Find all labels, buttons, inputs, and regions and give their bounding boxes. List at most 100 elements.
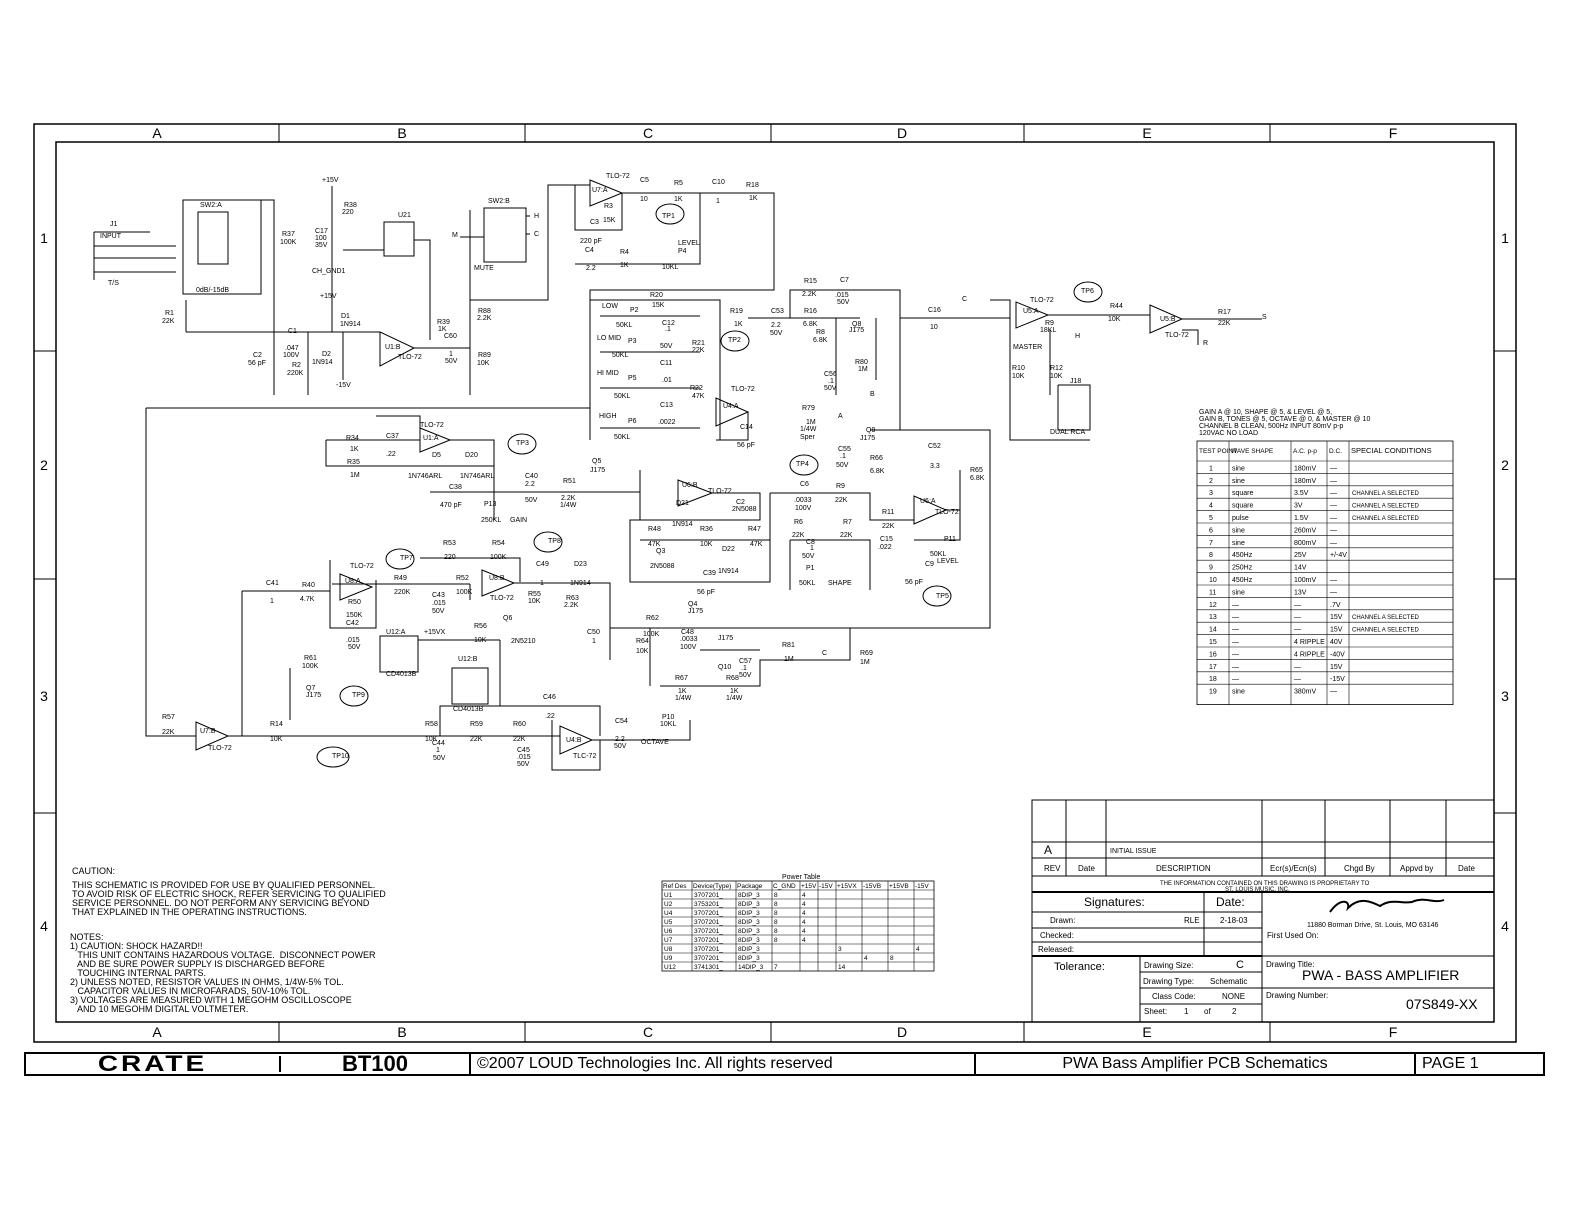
component-label: R56 — [474, 623, 487, 630]
component-label: C7 — [840, 277, 849, 284]
power-table-cell: U4 — [664, 910, 673, 917]
component-label: 1/4W — [560, 502, 577, 509]
component-label: 50V — [660, 343, 673, 350]
component-label: C13 — [660, 402, 673, 409]
component-label: 1 — [436, 747, 440, 754]
component-label: TLO-72 — [606, 173, 630, 180]
component-label: R63 — [566, 595, 579, 602]
component-label: 1M — [806, 419, 816, 426]
component-label: T/S — [108, 280, 119, 287]
component-label: TLO-72 — [490, 595, 514, 602]
test-table-cell: sine — [1232, 478, 1245, 485]
component-label: 50KL — [930, 551, 946, 558]
component-label: 50V — [432, 608, 445, 615]
component-label: D1 — [341, 313, 350, 320]
component-label: 50KL — [616, 322, 632, 329]
component-label: C15 — [880, 536, 893, 543]
component-label: 56 pF — [248, 360, 266, 367]
component-label: TP7 — [400, 555, 413, 562]
component-label: U12:A — [386, 629, 406, 636]
component-label: 10K — [474, 637, 487, 644]
drawing-title-label: Drawing Title: — [1266, 960, 1314, 969]
component-label: +15VX — [424, 629, 446, 636]
power-table-cell: 7 — [774, 964, 778, 971]
drawing-number-label: Drawing Number: — [1266, 991, 1328, 1000]
component-label: C48 — [681, 629, 694, 636]
component-label: TP1 — [662, 213, 675, 220]
test-table-cell: 100mV — [1294, 577, 1317, 584]
component-label: R67 — [675, 675, 688, 682]
component-label: 1K — [350, 446, 359, 453]
component-label: CD4013B — [453, 706, 484, 713]
component-label: 50KL — [612, 352, 628, 359]
component-label: 1/4W — [675, 695, 692, 702]
power-table-cell: 8 — [774, 892, 778, 899]
component-label: 50V — [837, 299, 850, 306]
rev-header-ecr: Ecr(s)/Ecn(s) — [1270, 864, 1317, 873]
component-label: R61 — [304, 655, 317, 662]
component-label: 1N746ARL — [460, 473, 494, 480]
component-label: CD4013B — [386, 671, 417, 678]
component-label: 10K — [270, 736, 283, 743]
row-label-right-4: 4 — [1501, 918, 1509, 934]
component-label: 10 — [640, 196, 648, 203]
component-label: R68 — [726, 675, 739, 682]
component-label: TP5 — [936, 593, 949, 600]
checked-label: Checked: — [1040, 931, 1074, 940]
power-table-header: -15VB — [863, 883, 881, 890]
component-label: 1K — [674, 196, 683, 203]
component-label: LEVEL — [678, 240, 700, 247]
component-label: 10KL — [660, 721, 676, 728]
component-label: A — [838, 413, 843, 420]
component-label: 2N5210 — [511, 638, 536, 645]
component-label: R79 — [802, 405, 815, 412]
component-label: 100V — [283, 352, 300, 359]
power-table-cell: 3741301_ — [694, 964, 723, 971]
power-table-title: Power Table — [782, 874, 821, 881]
caution-line: SERVICE PERSONNEL. DO NOT PERFORM ANY SE… — [72, 898, 370, 908]
component-label: TLO-72 — [208, 745, 232, 752]
component-label: C11 — [660, 360, 672, 367]
component-label: 220 pF — [580, 238, 602, 245]
zone-labels: A B C D E F A B C D E F 1 2 3 4 1 2 3 4 — [40, 125, 1509, 1040]
component-label: 22K — [470, 736, 483, 743]
component-label: LO MID — [597, 335, 621, 342]
component-label: 1K — [749, 195, 758, 202]
row-label-left-2: 2 — [40, 457, 48, 473]
component-label: R16 — [804, 308, 817, 315]
component-label: 56 pF — [737, 442, 755, 449]
power-table-cell: 4 — [802, 928, 806, 935]
test-table-cell: CHANNEL A SELECTED — [1352, 615, 1419, 621]
component-label: 1M — [784, 656, 794, 663]
component-label: H — [534, 213, 539, 220]
component-label: R49 — [394, 575, 407, 582]
first-used-label: First Used On: — [1267, 931, 1319, 940]
component-label: D5 — [432, 452, 441, 459]
col-label-top-f: F — [1389, 125, 1398, 141]
component-label: SW2:A — [200, 202, 222, 209]
component-label: 1N914 — [672, 521, 693, 528]
component-label: 1N914 — [312, 359, 333, 366]
title-block-text: A INITIAL ISSUE REV Date DESCRIPTION Ecr… — [1038, 843, 1478, 1016]
power-table-cell: 4 — [864, 955, 868, 962]
component-label: R35 — [347, 459, 360, 466]
component-label: U5:A — [1023, 308, 1039, 315]
drawn-label: Drawn: — [1050, 916, 1075, 925]
component-label: R1 — [165, 310, 174, 317]
test-table-cell: -40V — [1330, 651, 1345, 658]
test-table-cell: 16 — [1209, 651, 1217, 658]
component-label: P4 — [678, 248, 687, 255]
test-table-header: D.C. — [1329, 448, 1342, 455]
component-label: R2 — [292, 362, 301, 369]
component-label: 1 — [810, 545, 814, 552]
component-label: R50 — [348, 599, 361, 606]
component-label: C8 — [806, 539, 815, 546]
component-label: 2.2K — [477, 315, 492, 322]
component-label: R36 — [700, 526, 713, 533]
component-label: .022 — [878, 544, 892, 551]
component-label: 50V — [802, 553, 815, 560]
test-table-cell: — — [1294, 676, 1301, 683]
test-table-cell: 2 — [1209, 478, 1213, 485]
power-table-cell: U6 — [664, 928, 673, 935]
component-label: 50KL — [799, 580, 815, 587]
